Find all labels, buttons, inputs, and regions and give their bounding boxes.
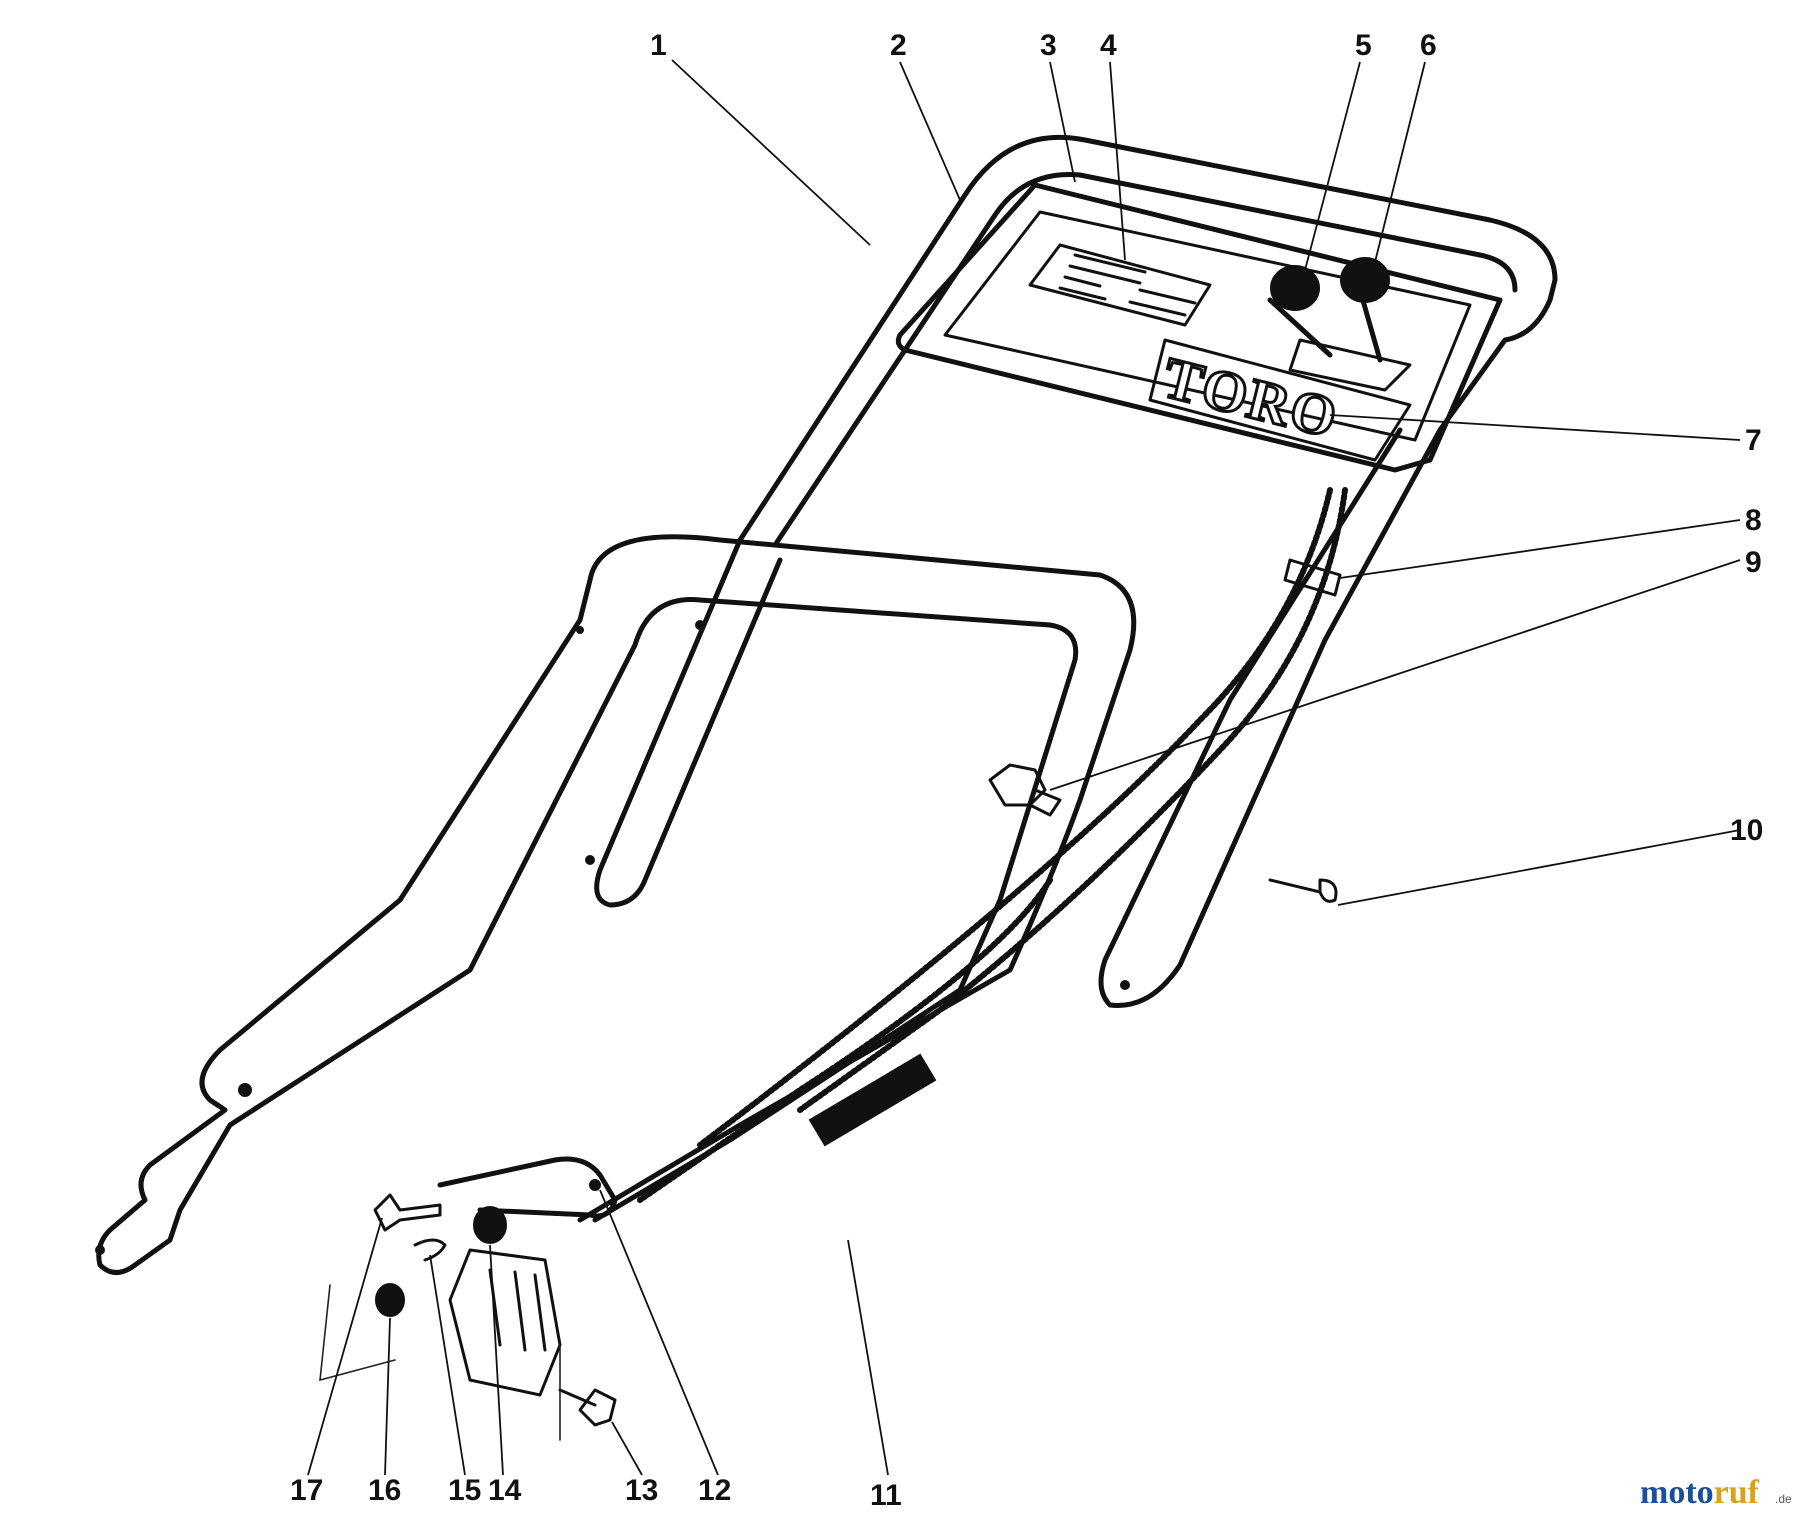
callout-4: 4 <box>1100 29 1117 62</box>
cable-clamp <box>1283 558 1342 597</box>
cable-sleeve <box>808 1053 937 1147</box>
callout-12: 12 <box>698 1474 731 1507</box>
handle-brace <box>437 1156 618 1219</box>
callout-1: 1 <box>650 29 667 62</box>
control-cables <box>637 487 1348 1203</box>
retaining-pin <box>1268 878 1338 903</box>
choke-knob <box>1270 265 1320 311</box>
callout-7: 7 <box>1745 424 1762 457</box>
callout-2: 2 <box>890 29 907 62</box>
callout-6: 6 <box>1420 29 1437 62</box>
callout-15: 15 <box>448 1474 481 1507</box>
cotter-pin <box>413 1238 447 1262</box>
watermark-tld: .de <box>1775 1492 1792 1506</box>
callout-leaders <box>307 59 1741 1476</box>
callout-5: 5 <box>1355 29 1372 62</box>
bolt-knob <box>473 1206 507 1244</box>
decal-text-lines <box>1058 253 1197 317</box>
watermark: motoruf .de <box>1640 1474 1792 1511</box>
carriage-bolt <box>373 1193 442 1232</box>
callout-10: 10 <box>1730 814 1763 847</box>
spring-knob <box>375 1283 405 1317</box>
callout-9: 9 <box>1745 546 1762 579</box>
callout-11: 11 <box>870 1479 902 1512</box>
callout-3: 3 <box>1040 29 1057 62</box>
callout-14: 14 <box>488 1474 522 1507</box>
watermark-text-ruf: ruf <box>1714 1474 1760 1511</box>
callout-16: 16 <box>368 1474 401 1507</box>
callout-numbers: 1 2 3 4 5 6 7 8 9 10 11 12 13 14 15 16 1… <box>290 29 1763 1512</box>
svg-text:motoruf: motoruf <box>1640 1474 1760 1511</box>
mounting-bracket <box>448 1248 562 1397</box>
lower-handle <box>95 534 1137 1275</box>
callout-13: 13 <box>625 1474 658 1507</box>
callout-8: 8 <box>1745 504 1762 537</box>
adjusting-knob <box>988 763 1062 817</box>
watermark-text-moto: moto <box>1640 1474 1714 1511</box>
throttle-knob <box>1340 257 1390 303</box>
mounting-hardware <box>319 1156 618 1441</box>
upper-handle <box>585 134 1558 1008</box>
lower-bolt <box>578 1388 617 1427</box>
watermark-text: motoruf <box>1640 1474 1760 1511</box>
callout-17: 17 <box>290 1474 323 1507</box>
